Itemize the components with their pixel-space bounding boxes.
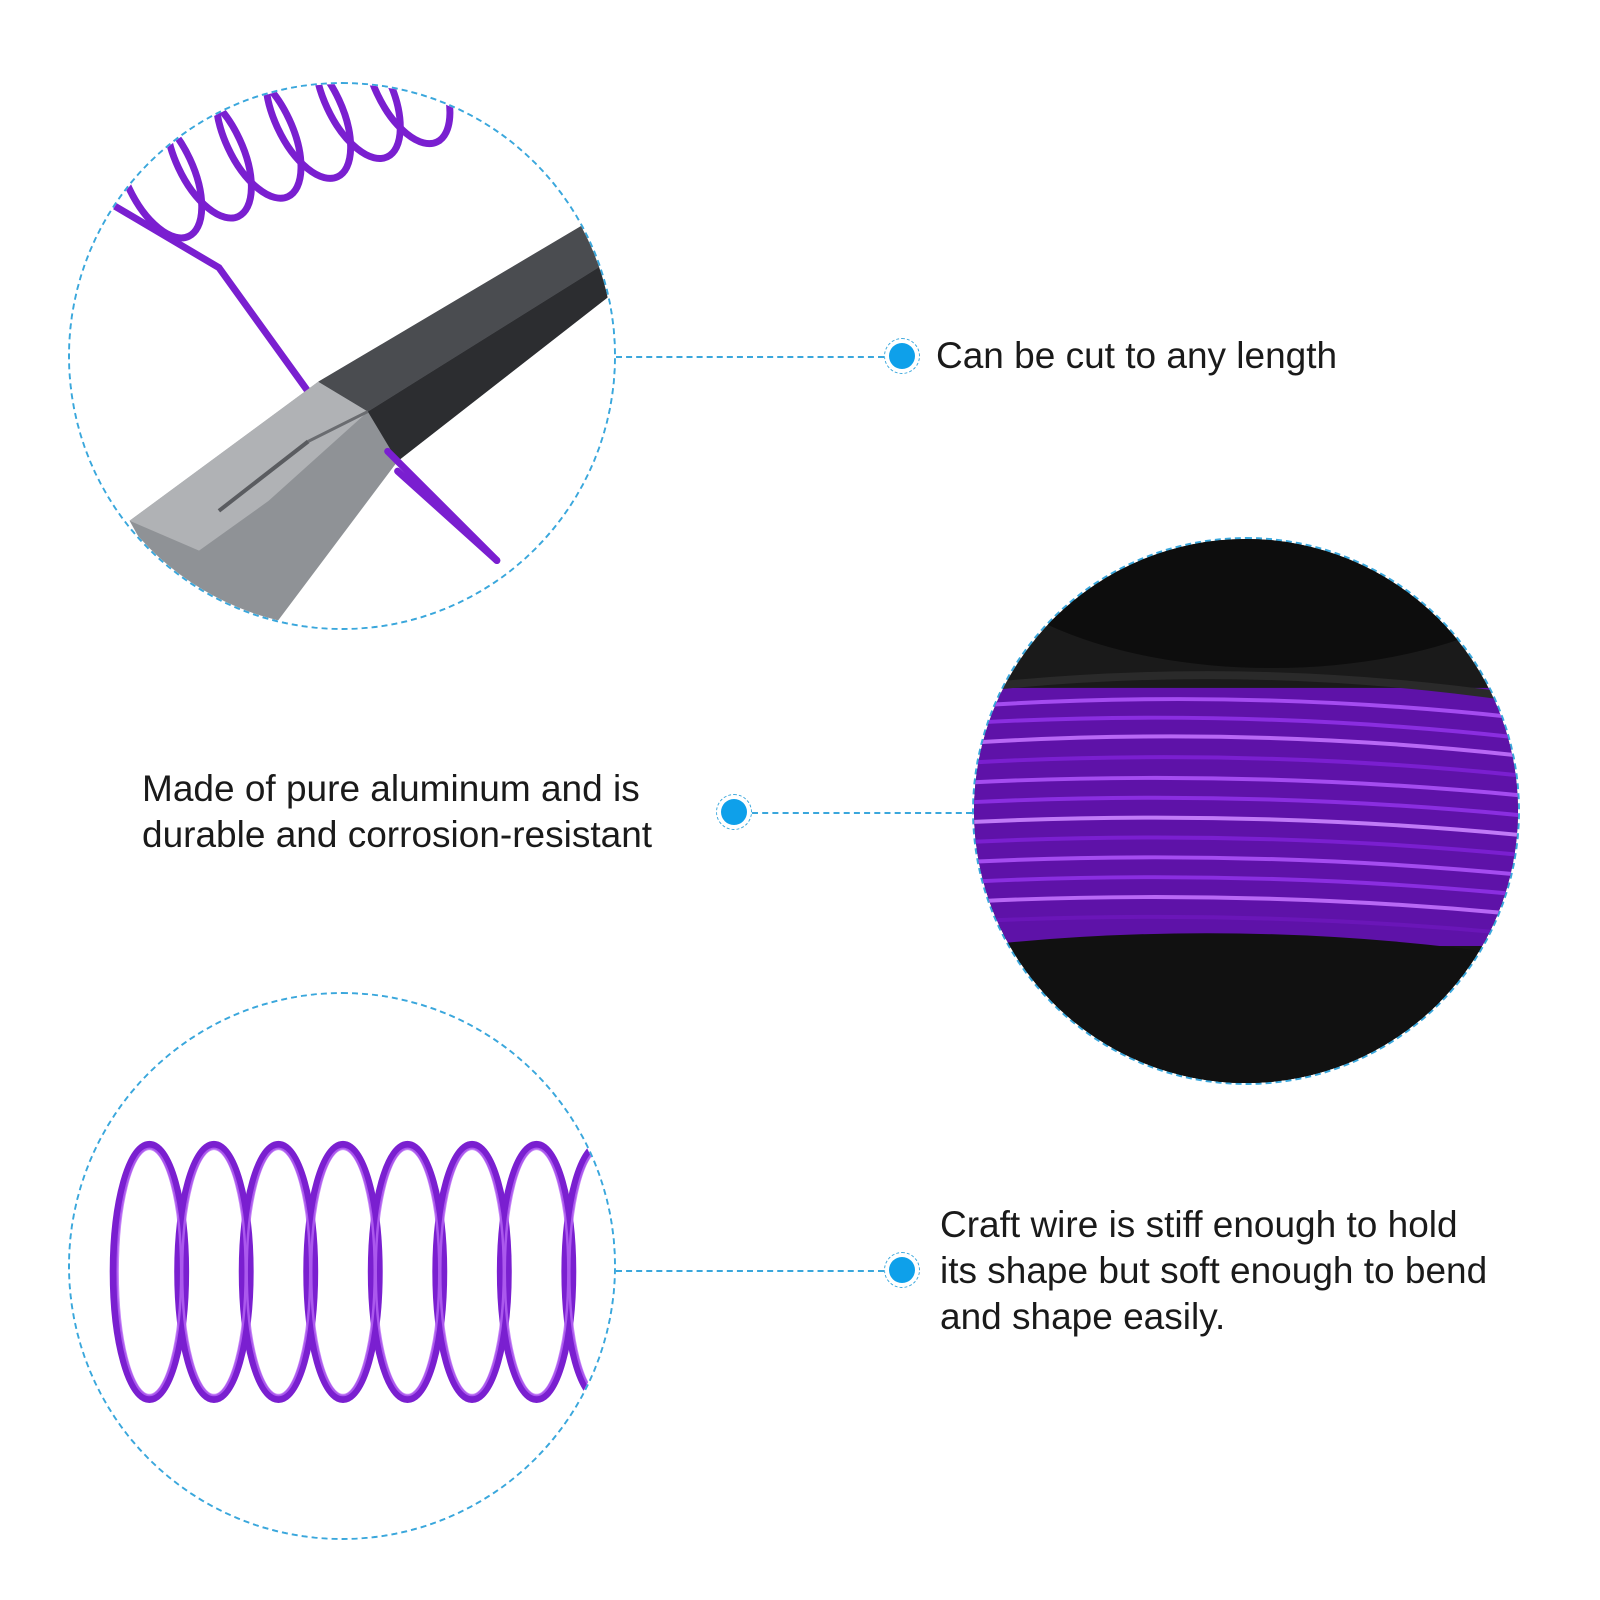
feature-text-line: its shape but soft enough to bend — [940, 1250, 1488, 1291]
leader-line-2 — [752, 812, 972, 814]
leader-line-3 — [616, 1270, 884, 1272]
feature-label-stiff: Craft wire is stiff enough to hold its s… — [940, 1202, 1487, 1340]
feature-text-line: Made of pure aluminum and is — [142, 768, 640, 809]
feature-text-line: Craft wire is stiff enough to hold — [940, 1204, 1458, 1245]
feature-text-line: and shape easily. — [940, 1296, 1226, 1337]
bullet-marker-1 — [884, 338, 920, 374]
feature-label-aluminum: Made of pure aluminum and is durable and… — [142, 766, 652, 858]
bullet-marker-2 — [716, 794, 752, 830]
feature-label-cut: Can be cut to any length — [936, 333, 1337, 379]
leader-line-1 — [616, 356, 884, 358]
wire-coil-image — [68, 992, 616, 1540]
wire-spool-image — [972, 537, 1520, 1085]
feature-text-line: durable and corrosion-resistant — [142, 814, 653, 855]
feature-text-line: Can be cut to any length — [936, 335, 1338, 376]
bullet-marker-3 — [884, 1252, 920, 1288]
pliers-cutting-wire-image — [68, 82, 616, 630]
